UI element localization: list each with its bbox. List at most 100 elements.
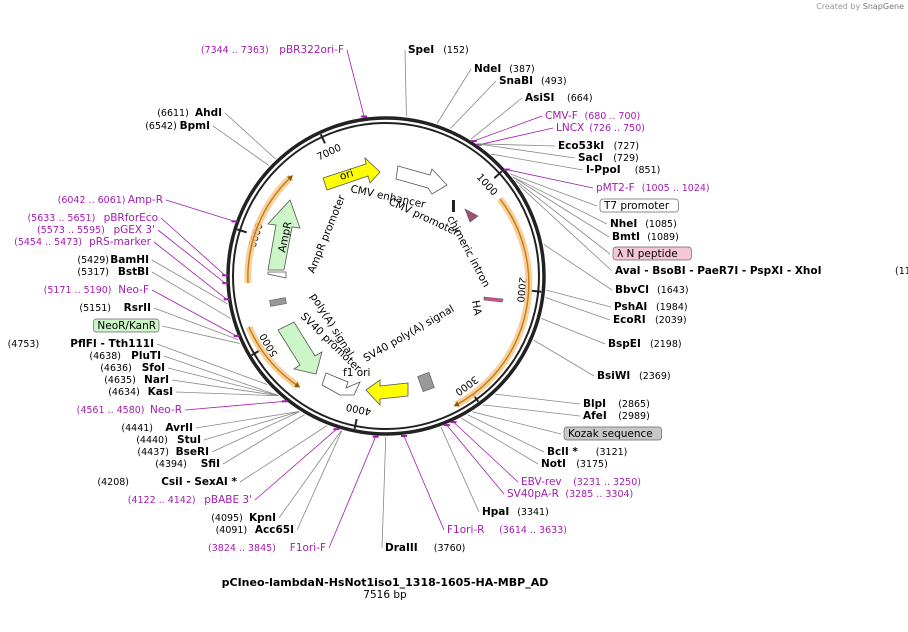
site-label-sfii[interactable]: SfiI(4394) (155, 458, 220, 470)
site-label-csii-sexai[interactable]: CsiI - SexAI *(4208) (97, 476, 237, 488)
site-label-nari[interactable]: NarI(4635) (104, 374, 169, 386)
site-label-ahdi[interactable]: AhdI(6611) (157, 107, 222, 119)
site-label-f1ori-r[interactable]: F1ori-R(3614 .. 3633) (447, 524, 567, 536)
site-label-bmti[interactable]: BmtI(1089) (612, 231, 679, 243)
site-label-avai-bsobi-paer7i-pspxi-xhoi[interactable]: AvaI - BsoBI - PaeR7I - PspXI - XhoI(116… (615, 265, 908, 277)
site-position: (3231 .. 3250) (573, 477, 641, 488)
site-label-hpai[interactable]: HpaI(3341) (482, 506, 549, 518)
site-name: PluTI (131, 350, 161, 362)
site-label-blpi[interactable]: BlpI(2865) (583, 398, 650, 410)
site-label-bamhi[interactable]: BamHI(5429) (77, 254, 149, 266)
site-label-snabi[interactable]: SnaBI (493) (499, 75, 567, 87)
site-label-avrii[interactable]: AvrII(4441) (121, 422, 193, 434)
site-position: (3614 .. 3633) (499, 525, 567, 536)
connector-2 (212, 125, 270, 166)
site-label-pbrforeco[interactable]: pBRforEco(5633 .. 5651) (27, 212, 158, 224)
site-label-nhei[interactable]: NheI(1085) (610, 218, 677, 230)
site-label-neor-kanr[interactable]: NeoR/KanR (93, 318, 160, 333)
site-label-amp-r[interactable]: Amp-R(6042 .. 6061) (58, 194, 163, 206)
feature-name: T7 promoter (603, 200, 670, 212)
site-label-i-ppoi[interactable]: I-PpoI(851) (586, 164, 660, 176)
cmv-enhancer-arrow (395, 165, 448, 195)
connector-5 (157, 229, 226, 284)
site-label-kpni[interactable]: KpnI(4095) (211, 512, 276, 524)
site-label-acc65i[interactable]: Acc65I(4091) (216, 524, 294, 536)
site-position: (5429) (77, 255, 109, 266)
site-label-neo-f[interactable]: Neo-F(5171 .. 5190) (44, 284, 149, 296)
site-position: (6042 .. 6061) (58, 195, 126, 206)
site-label-neo-r[interactable]: Neo-R(4561 .. 4580) (77, 404, 182, 416)
connector-0 (346, 49, 365, 117)
connector-28 (403, 435, 445, 531)
ampr-arrow (267, 199, 301, 271)
site-label-saci[interactable]: SacI(729) (578, 152, 639, 164)
site-label-n-peptide[interactable]: λ N peptide (612, 246, 692, 261)
site-position: (3121) (596, 447, 628, 458)
site-position: (1643) (657, 285, 689, 296)
tick-7000 (319, 133, 326, 144)
site-label-bspei[interactable]: BspEI(2198) (608, 338, 682, 350)
site-label-draiii[interactable]: DraIII(3760) (385, 542, 465, 554)
site-label-asisi[interactable]: AsiSI(664) (525, 92, 593, 104)
site-label-kasi[interactable]: KasI(4634) (108, 386, 173, 398)
site-label-bbvci[interactable]: BbvCI(1643) (615, 284, 689, 296)
site-position: (5317) (77, 267, 109, 278)
site-label-t7-promoter[interactable]: T7 promoter (599, 198, 679, 213)
site-label-ebv-rev[interactable]: EBV-rev (3231 .. 3250) (521, 476, 641, 488)
site-name: AvaI - BsoBI - PaeR7I - PspXI - XhoI (615, 265, 822, 277)
site-name: EBV-rev (521, 476, 562, 488)
site-name: AsiSI (525, 92, 554, 104)
site-label-lncx[interactable]: LNCX(726 .. 750) (556, 122, 645, 134)
connector-9 (506, 169, 594, 189)
site-label-pbabe-3[interactable]: pBABE 3'(4122 .. 4142) (128, 494, 252, 506)
site-label-pmt2-f[interactable]: pMT2-F(1005 .. 1024) (596, 182, 710, 194)
site-label-sv40pa-r[interactable]: SV40pA-R(3285 .. 3304) (507, 488, 633, 500)
connector-11 (512, 176, 608, 225)
site-position: (851) (635, 165, 661, 176)
backbone-inner (232, 122, 540, 430)
connector-19 (533, 339, 595, 377)
site-label-spei[interactable]: SpeI(152) (408, 44, 469, 56)
site-position: (6611) (157, 108, 189, 119)
site-name: Acc65I (255, 524, 294, 536)
site-label-pflfi-tth111i[interactable]: PflFI - Tth111I(4753) (8, 338, 154, 350)
sv40-polya-box (417, 372, 435, 392)
site-label-cmv-f[interactable]: CMV-F(680 .. 700) (545, 110, 640, 122)
site-label-pbr322ori-f[interactable]: pBR322ori-F (7344 .. 7363) (201, 44, 344, 56)
site-label-f1ori-f[interactable]: F1ori-F(3824 .. 3845) (208, 542, 326, 554)
site-name: pBR322ori-F (279, 44, 344, 56)
connector-22 (239, 425, 328, 483)
site-position: (4122 .. 4142) (128, 495, 196, 506)
site-label-pgex-3[interactable]: pGEX 3'(5573 .. 5595) (37, 224, 155, 236)
connector-19 (203, 411, 300, 441)
site-label-bpmi[interactable]: BpmI(6542) (145, 120, 210, 132)
site-name: KasI (148, 386, 173, 398)
site-position: (493) (541, 76, 567, 87)
site-label-rsrii[interactable]: RsrII(5151) (79, 302, 151, 314)
site-position: (2865) (618, 399, 650, 410)
site-name: SnaBI (499, 75, 533, 87)
site-name: LNCX (556, 122, 584, 134)
site-label-bcli[interactable]: BclI *(3121) (547, 446, 627, 458)
site-position: (2039) (655, 315, 687, 326)
connector-7 (478, 143, 576, 159)
connector-22 (472, 411, 562, 435)
site-label-kozak-sequence[interactable]: Kozak sequence (563, 426, 662, 441)
site-name: SfiI (201, 458, 220, 470)
site-label-bseri[interactable]: BseRI(4437) (137, 446, 209, 458)
site-label-bstbi[interactable]: BstBI(5317) (77, 266, 149, 278)
site-label-pshai[interactable]: PshAI(1984) (614, 301, 688, 313)
site-label-bsiwi[interactable]: BsiWI(2369) (597, 370, 671, 382)
site-label-afei[interactable]: AfeI(2989) (583, 410, 650, 422)
site-position: (7344 .. 7363) (201, 45, 269, 56)
site-label-ecori[interactable]: EcoRI(2039) (613, 314, 687, 326)
site-label-prs-marker[interactable]: pRS-marker(5454 .. 5473) (14, 236, 152, 248)
site-label-pluti[interactable]: PluTI(4638) (89, 350, 161, 362)
site-label-sfoi[interactable]: SfoI(4636) (100, 362, 165, 374)
site-label-stui[interactable]: StuI(4440) (136, 434, 201, 446)
site-label-noti[interactable]: NotI(3175) (541, 458, 608, 470)
site-label-eco53ki[interactable]: Eco53kI(727) (558, 140, 639, 152)
site-label-ndei[interactable]: NdeI(387) (474, 63, 535, 75)
connector-24 (461, 417, 539, 465)
connector-1 (224, 112, 276, 160)
